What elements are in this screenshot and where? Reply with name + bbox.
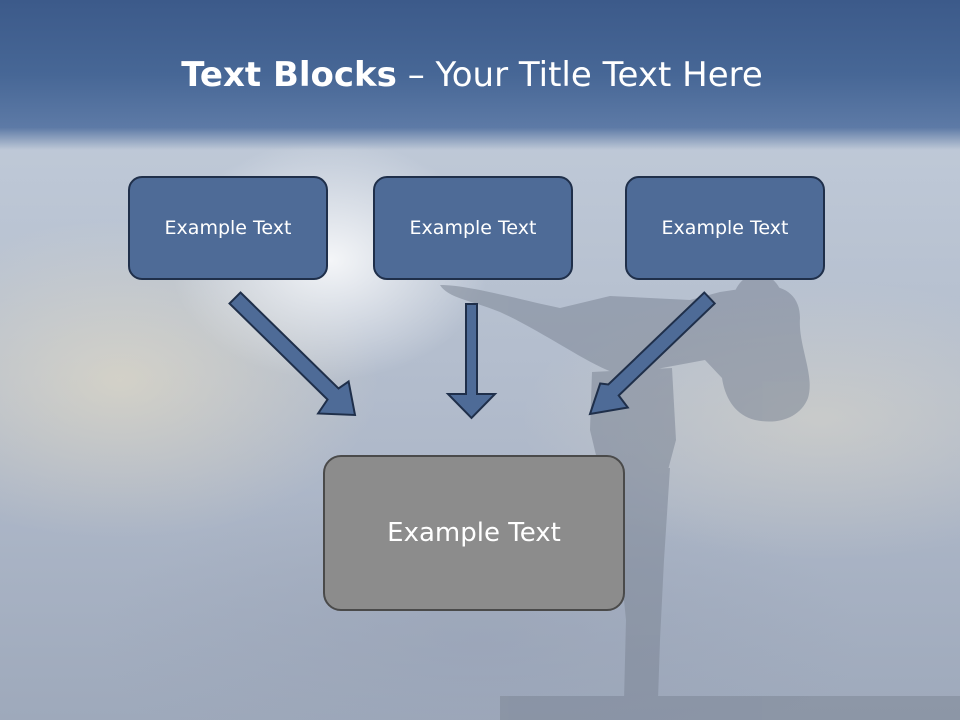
text-block-right-label: Example Text	[661, 217, 789, 239]
slide-title-rest: – Your Title Text Here	[396, 55, 763, 95]
text-block-left[interactable]: Example Text	[128, 176, 328, 280]
text-block-center-label: Example Text	[409, 217, 537, 239]
title-band	[0, 0, 960, 150]
slide-title-bold: Text Blocks	[181, 55, 397, 95]
text-block-bottom-label: Example Text	[387, 518, 561, 548]
arrow-center-down	[445, 303, 498, 420]
slide-title: Text Blocks – Your Title Text Here	[0, 52, 944, 98]
text-block-bottom[interactable]: Example Text	[323, 455, 625, 611]
text-block-center[interactable]: Example Text	[373, 176, 573, 280]
text-block-right[interactable]: Example Text	[625, 176, 825, 280]
arrow-right-diagonal	[588, 291, 717, 416]
text-block-left-label: Example Text	[164, 217, 292, 239]
arrow-left-diagonal	[228, 291, 357, 417]
